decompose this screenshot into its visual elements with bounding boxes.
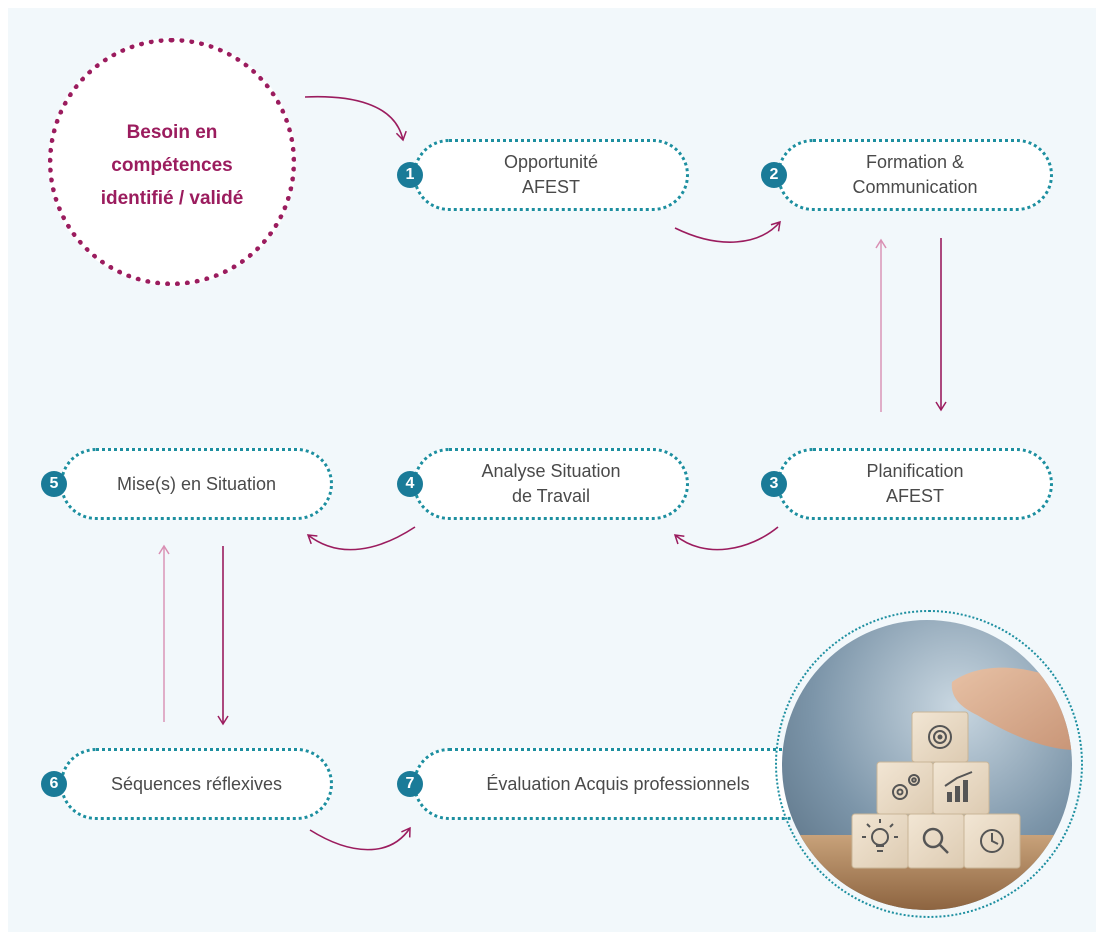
lightbulb-icon (862, 819, 898, 852)
step-3-label: Planification AFEST (866, 461, 964, 506)
step-3-badge: 3 (761, 471, 787, 497)
arrow-6-to-7 (309, 826, 411, 851)
magnifier-icon (922, 827, 949, 854)
step-1-box: Opportunité AFEST (413, 139, 689, 211)
step-7-box: Évaluation Acquis professionnels (413, 748, 823, 820)
arrow-3-to-4 (673, 526, 779, 551)
step-2-label: Formation & Communication (852, 152, 978, 197)
step-5-label: Mise(s) en Situation (116, 473, 277, 494)
photo-ring (775, 610, 1083, 918)
step-6-box: Séquences réflexives (60, 748, 333, 820)
step-3-box: Planification AFEST (777, 448, 1053, 520)
arrow-4-to-5 (306, 526, 416, 551)
step-4-label: Analyse Situation de Travail (481, 461, 621, 506)
step-7-label: Évaluation Acquis professionnels (486, 773, 750, 794)
arrow-1-to-2 (674, 220, 781, 243)
step-5-badge: 5 (41, 471, 67, 497)
clock-icon (980, 829, 1004, 853)
step-6-label: Séquences réflexives (110, 773, 283, 794)
step-2-box: Formation & Communication (777, 139, 1053, 211)
step-4-badge: 4 (397, 471, 423, 497)
step-6-badge: 6 (41, 771, 67, 797)
step-1-badge: 1 (397, 162, 423, 188)
step-4-box: Analyse Situation de Travail (413, 448, 689, 520)
need-label: Besoin en compétences identifié / validé (100, 121, 244, 209)
step-7-badge: 7 (397, 771, 423, 797)
step-2-badge: 2 (761, 162, 787, 188)
step-5-box: Mise(s) en Situation (60, 448, 333, 520)
blocks-photo (782, 620, 1072, 910)
step-1-label: Opportunité AFEST (503, 152, 599, 197)
need-circle: Besoin en compétences identifié / validé (48, 38, 296, 286)
target-icon (928, 725, 952, 749)
bar-chart-icon (944, 771, 973, 802)
gears-icon (892, 774, 920, 800)
arrow-need-to-1 (304, 95, 407, 142)
